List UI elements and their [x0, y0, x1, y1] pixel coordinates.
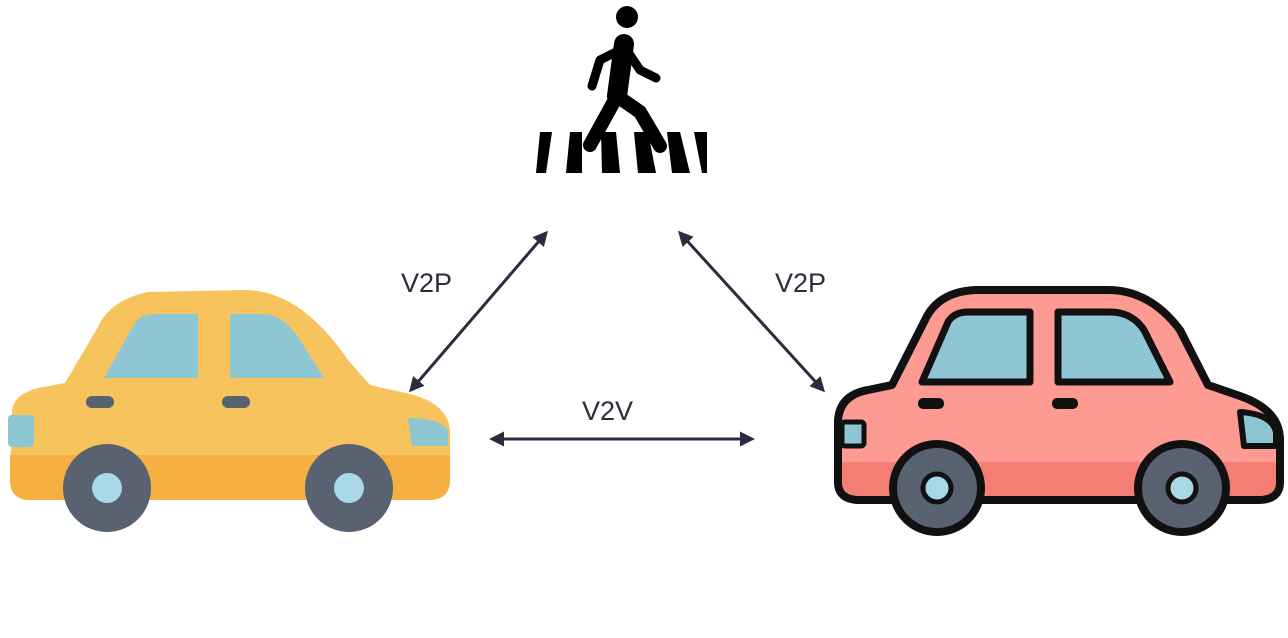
- red-car-icon: [834, 286, 1284, 536]
- pedestrian-crosswalk-icon: [536, 6, 707, 173]
- v2p-left-label: V2P: [401, 268, 452, 298]
- v2v-label: V2V: [582, 396, 633, 426]
- yellow-car-icon: [8, 290, 450, 532]
- v2p-right-label: V2P: [775, 268, 826, 298]
- v2p-right-arrow: [677, 230, 826, 393]
- v2p-left-arrow: [409, 230, 548, 393]
